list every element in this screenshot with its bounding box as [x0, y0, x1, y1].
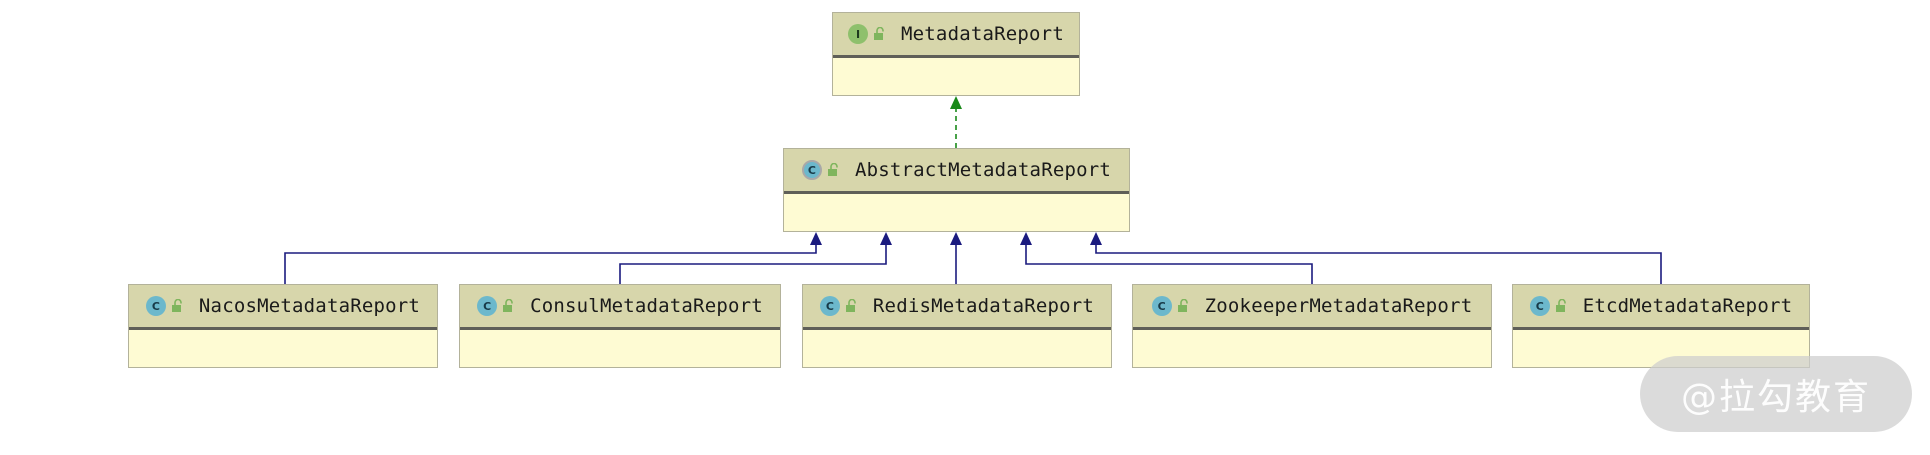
class-etcd-metadata-report[interactable]: C EtcdMetadataReport [1512, 284, 1810, 368]
extends-arrowhead-3 [1020, 232, 1032, 245]
class-name: EtcdMetadataReport [1582, 295, 1793, 317]
extends-arrowhead-4 [1090, 232, 1102, 245]
public-access-icon [845, 299, 856, 312]
interface-metadata-report[interactable]: I MetadataReport [832, 12, 1080, 96]
interface-name: MetadataReport [901, 23, 1064, 45]
public-access-icon [503, 299, 513, 312]
interface-header: I MetadataReport [833, 13, 1079, 58]
class-header: C NacosMetadataReport [129, 285, 437, 330]
class-name: RedisMetadataReport [872, 295, 1095, 317]
class-header: C RedisMetadataReport [803, 285, 1111, 330]
class-icon: C [1151, 296, 1172, 316]
extends-line-4 [1095, 240, 1662, 284]
class-zookeeper-metadata-report[interactable]: C ZookeeperMetadataReport [1132, 284, 1492, 368]
abstract-header: C AbstractMetadataReport [784, 149, 1129, 194]
class-header: C ConsulMetadataReport [460, 285, 780, 330]
abstract-name: AbstractMetadataReport [854, 159, 1112, 181]
class-icon: C [145, 296, 166, 316]
class-nacos-metadata-report[interactable]: C NacosMetadataReport [128, 284, 438, 368]
public-access-icon [171, 299, 182, 312]
class-header: C EtcdMetadataReport [1513, 285, 1809, 330]
watermark-text: @拉勾教育 [1680, 377, 1871, 418]
class-icon: C [1529, 296, 1550, 316]
public-access-icon [1555, 299, 1566, 312]
abstract-metadata-report[interactable]: C AbstractMetadataReport [783, 148, 1130, 232]
abstract-class-icon: C [801, 160, 822, 180]
watermark-badge: @拉勾教育 [1640, 356, 1912, 432]
class-redis-metadata-report[interactable]: C RedisMetadataReport [802, 284, 1112, 368]
interface-icon: I [848, 24, 869, 44]
public-access-icon [827, 163, 838, 176]
extends-line-1 [619, 240, 887, 284]
extends-arrowhead-2 [950, 232, 962, 245]
public-access-icon [874, 27, 884, 40]
implements-arrowhead [950, 96, 962, 109]
class-icon: C [819, 296, 840, 316]
class-name: ZookeeperMetadataReport [1204, 295, 1473, 317]
extends-arrowhead-1 [880, 232, 892, 245]
extends-line-3 [1025, 240, 1313, 284]
extends-arrowhead-0 [810, 232, 822, 245]
public-access-icon [1177, 299, 1188, 312]
class-icon: C [477, 296, 498, 316]
class-consul-metadata-report[interactable]: C ConsulMetadataReport [459, 284, 781, 368]
extends-line-0 [284, 240, 817, 284]
class-header: C ZookeeperMetadataReport [1133, 285, 1491, 330]
class-name: NacosMetadataReport [198, 295, 421, 317]
class-name: ConsulMetadataReport [530, 295, 763, 317]
